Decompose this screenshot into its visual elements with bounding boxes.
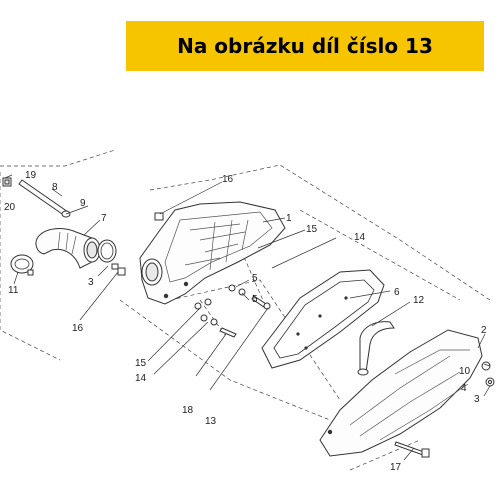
callout-10: 10: [459, 366, 471, 377]
part-screw-19: [2, 177, 12, 187]
callout-14-lower: 14: [135, 373, 147, 384]
callout-9: 9: [80, 198, 86, 209]
callout-19: 19: [25, 170, 37, 181]
part-clip-16-top: [154, 212, 164, 221]
callout-16-top: 16: [222, 174, 234, 185]
part-screws-15-14: [194, 298, 237, 338]
callout-4: 4: [461, 383, 467, 394]
part-number-banner: Na obrázku díl číslo 13: [126, 21, 484, 71]
callout-8: 8: [52, 182, 58, 193]
part-intake-elbow-7: [35, 228, 101, 269]
callout-16-left: 16: [72, 323, 84, 334]
part-airbox-housing: [139, 201, 286, 305]
callout-3-right: 3: [474, 394, 480, 405]
callout-3-left: 3: [88, 277, 94, 288]
callout-12: 12: [413, 295, 425, 306]
callout-14-top: 14: [354, 232, 366, 243]
callout-5-lower: 5: [252, 294, 258, 305]
part-gasket-6: [261, 269, 385, 369]
callout-18: 18: [182, 405, 194, 416]
part-screws-5: [228, 284, 271, 310]
callout-17: 17: [390, 462, 402, 473]
callout-labels: 19 8 20 9 7 11 3 16 16 1 15 14 5 5 6 12 …: [4, 170, 487, 473]
part-clamp-3: [97, 239, 119, 270]
part-clamp-11: [10, 254, 34, 276]
callout-15-top: 15: [306, 224, 318, 235]
banner-text: Na obrázku díl číslo 13: [177, 34, 433, 58]
part-clip-16-left: [117, 267, 126, 276]
callout-1: 1: [286, 213, 292, 224]
callout-15-lower: 15: [135, 358, 147, 369]
part-duct-12: [357, 321, 395, 376]
callout-leader-lines: [4, 174, 491, 461]
callout-20: 20: [4, 202, 16, 213]
callout-5-upper: 5: [252, 273, 258, 284]
callout-6: 6: [394, 287, 400, 298]
part-airbox-cover-2: [319, 329, 483, 457]
callout-7: 7: [101, 213, 107, 224]
callout-2: 2: [481, 325, 487, 336]
callout-11: 11: [8, 285, 19, 296]
callout-13: 13: [205, 416, 217, 427]
part-rod-8: [18, 179, 69, 217]
part-bolt-17: [394, 441, 430, 458]
